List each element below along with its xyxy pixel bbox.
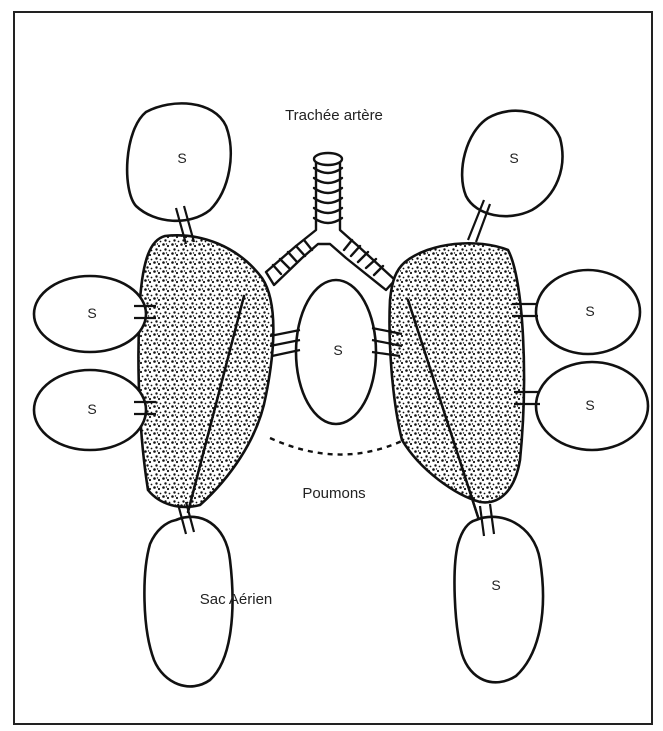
trachea: [266, 153, 395, 290]
air-sac-label: Sac Aérien: [200, 591, 273, 608]
air-sac-bottom-right: [455, 517, 543, 682]
right-lung: [390, 243, 525, 502]
sac-symbol-left-upper: S: [87, 305, 96, 321]
left-lung: [138, 235, 273, 507]
trachea-label: Trachée artère: [285, 107, 383, 124]
sac-symbol-center: S: [333, 342, 342, 358]
sac-symbol-bottom-right: S: [491, 577, 500, 593]
lungs-label: Poumons: [302, 485, 365, 502]
sac-symbol-right-upper: S: [585, 303, 594, 319]
sac-symbol-left-lower: S: [87, 401, 96, 417]
lungs-dashed-link: [270, 438, 404, 455]
sac-symbol-top-right: S: [509, 150, 518, 166]
sac-symbol-right-lower: S: [585, 397, 594, 413]
sac-symbol-top-left: S: [177, 150, 186, 166]
